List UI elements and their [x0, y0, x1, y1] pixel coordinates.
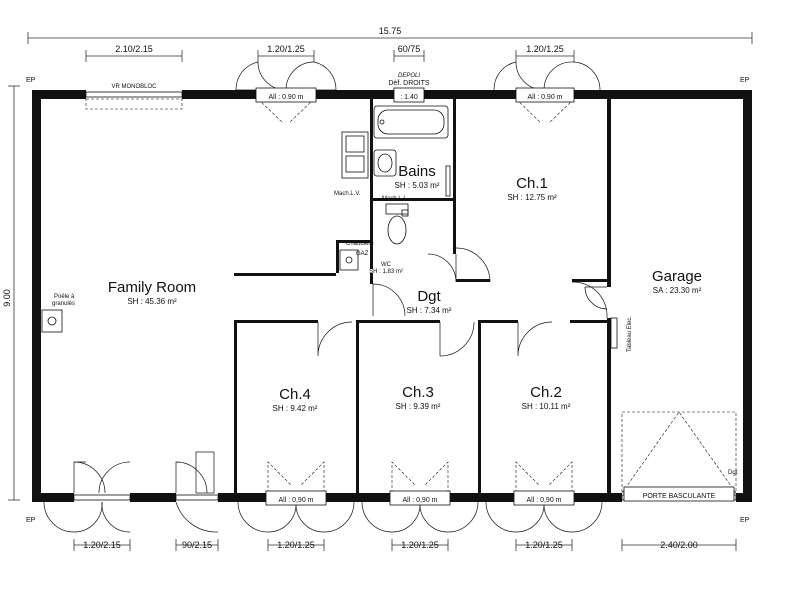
- corner-label-bl: EP: [26, 517, 36, 524]
- label-poele-2: granulés: [52, 301, 75, 307]
- room-dgt-name: Dgt: [417, 288, 441, 305]
- corner-label-tr: EP: [740, 77, 750, 84]
- room-ch3-area: SH : 9.39 m²: [396, 402, 441, 411]
- dimension-lines: [8, 32, 753, 551]
- corner-label-br: EP: [740, 517, 750, 524]
- dim-top-1: 2.10/2.15: [115, 44, 153, 54]
- room-ch2-area: SH : 10.11 m²: [522, 402, 571, 411]
- room-ch3-name: Ch.3: [402, 384, 434, 401]
- room-ch4-name: Ch.4: [279, 386, 311, 403]
- exterior-walls: [32, 90, 752, 502]
- electric-panel: [610, 317, 618, 349]
- sill-ch4: All : 0,90 m: [278, 497, 313, 504]
- bathtub: [373, 105, 449, 139]
- room-ch2-name: Ch.2: [530, 384, 562, 401]
- washbasin: [373, 149, 397, 177]
- label-mach-lv: Mach.L.V.: [334, 191, 361, 197]
- window-openings: [73, 91, 737, 501]
- boiler: [339, 249, 359, 271]
- dim-bottom-1: 1.20/2.15: [83, 540, 121, 550]
- label-poele-1: Poêle à: [54, 294, 75, 300]
- label-gaz: GAZ: [356, 251, 369, 257]
- room-wc-area: SH : 1.83 m²: [369, 269, 403, 275]
- dim-top-3: 60/75: [398, 44, 421, 54]
- label-porte-basculante: PORTE BASCULANTE: [643, 493, 716, 500]
- sill-ch3: All : 0,90 m: [402, 497, 437, 504]
- sill-ch2: All : 0,90 m: [526, 497, 561, 504]
- label-depoli: DEPOLI: [398, 73, 420, 79]
- dim-total-height: 9.00: [2, 289, 12, 307]
- label-chaudiere: Chaudière: [346, 241, 374, 247]
- room-family-name: Family Room: [108, 279, 196, 296]
- toilet: [385, 203, 409, 245]
- sill-top-right: All : 0.90 m: [527, 94, 562, 101]
- dim-total-width: 15.75: [379, 26, 402, 36]
- room-ch1-name: Ch.1: [516, 175, 548, 192]
- dim-bottom-6: 2.40/2.00: [660, 540, 698, 550]
- label-dgt-small: Dgt: [728, 470, 738, 476]
- dim-bottom-2: 90/2.15: [182, 540, 212, 550]
- sill-boxes: [255, 87, 735, 506]
- room-family-area: SH : 45.36 m²: [127, 297, 177, 306]
- interior-walls: [234, 99, 611, 493]
- shower-lever: [401, 165, 451, 217]
- room-dgt-area: SH : 7.34 m²: [407, 306, 452, 315]
- corner-label-tl: EP: [26, 77, 36, 84]
- sill-top-mid: : 1.40: [400, 94, 418, 101]
- door-swings: [43, 61, 608, 533]
- dim-bottom-3: 1.20/1.25: [277, 540, 315, 550]
- label-mach-ll: Mach.L.L: [382, 196, 407, 202]
- stove: [41, 309, 63, 333]
- sill-top-left: All : 0.90 m: [268, 94, 303, 101]
- room-garage-area: SA : 23.30 m²: [653, 286, 702, 295]
- room-ch1-area: SH : 12.75 m²: [507, 193, 557, 202]
- dim-bottom-5: 1.20/1.25: [525, 540, 563, 550]
- dashed-swings: [85, 98, 737, 494]
- label-tableau: Tableau Elec.: [627, 316, 633, 352]
- dim-top-4: 1.20/1.25: [526, 44, 564, 54]
- room-wc-name: WC: [381, 262, 392, 268]
- room-bains-name: Bains: [398, 163, 436, 180]
- label-vr-monobloc: VR MONOBLOC: [111, 84, 157, 90]
- dim-top-2: 1.20/1.25: [267, 44, 305, 54]
- dim-bottom-4: 1.20/1.25: [401, 540, 439, 550]
- room-bains-area: SH : 5.03 m²: [395, 181, 440, 190]
- label-def-droits: Déf. DROITS: [388, 80, 430, 87]
- room-garage-name: Garage: [652, 268, 702, 285]
- room-ch4-area: SH : 9.42 m²: [273, 404, 318, 413]
- kitchen-sink: [341, 131, 369, 179]
